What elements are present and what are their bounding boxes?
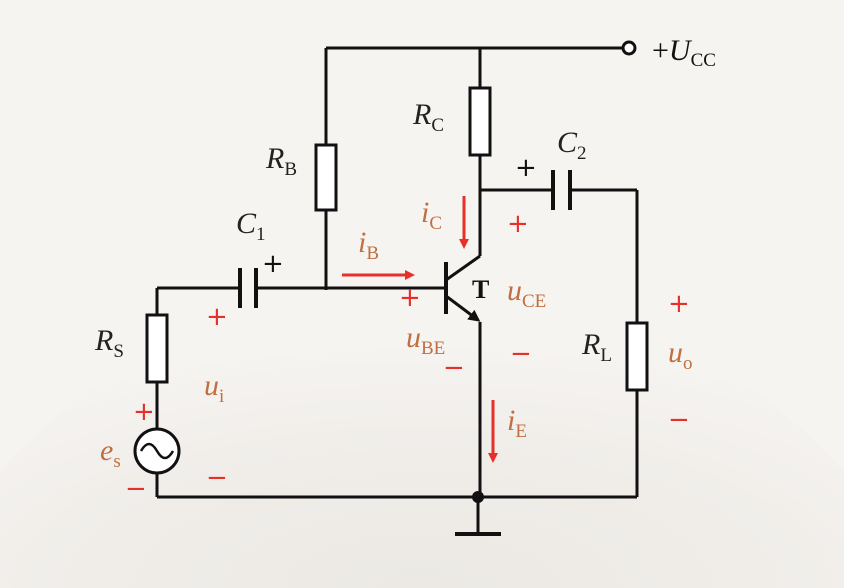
ground-node [472,491,484,503]
ube-label: uBE [406,321,445,359]
resistor-rb [314,143,338,212]
ib-label: iB [358,226,379,264]
ie-label: iE [507,404,527,442]
resistor-rs [145,313,169,384]
ic-label: iC [421,196,442,234]
uce-plus-sign: + [507,209,529,239]
ube-minus-sign: − [443,353,465,383]
rb-label: RB [265,142,297,180]
es-plus-sign: + [133,397,155,427]
supply-label: +UCC [652,34,716,71]
uce-minus-sign: − [510,339,532,369]
c1-label: C1 [236,207,266,245]
uo-plus-sign: + [668,289,690,319]
resistor-rc [468,86,492,157]
es-minus-sign: − [125,474,147,504]
c2-label: C2 [557,126,587,164]
rc-label: RC [412,98,444,136]
c2-plus-sign: + [515,153,537,183]
supply-terminal [621,40,637,56]
ui-plus-sign: + [206,302,228,332]
wires [155,46,639,532]
es-label: es [100,434,121,472]
uo-minus-sign: − [668,405,690,435]
c1-plus-sign: + [262,249,284,279]
voltage-source-es [133,427,181,475]
transistor-label: T [472,275,489,304]
ube-plus-sign: + [399,283,421,313]
uce-label: uCE [507,274,546,312]
capacitor-c1 [238,268,258,308]
rs-label: RS [94,324,124,362]
ui-label: ui [204,369,224,407]
uo-label: uo [668,336,693,374]
resistor-rl [625,321,649,392]
transistor-t [444,254,481,322]
capacitor-c2 [551,170,572,210]
rl-label: RL [581,328,612,366]
background-fan [0,255,844,588]
ui-minus-sign: − [206,463,228,493]
